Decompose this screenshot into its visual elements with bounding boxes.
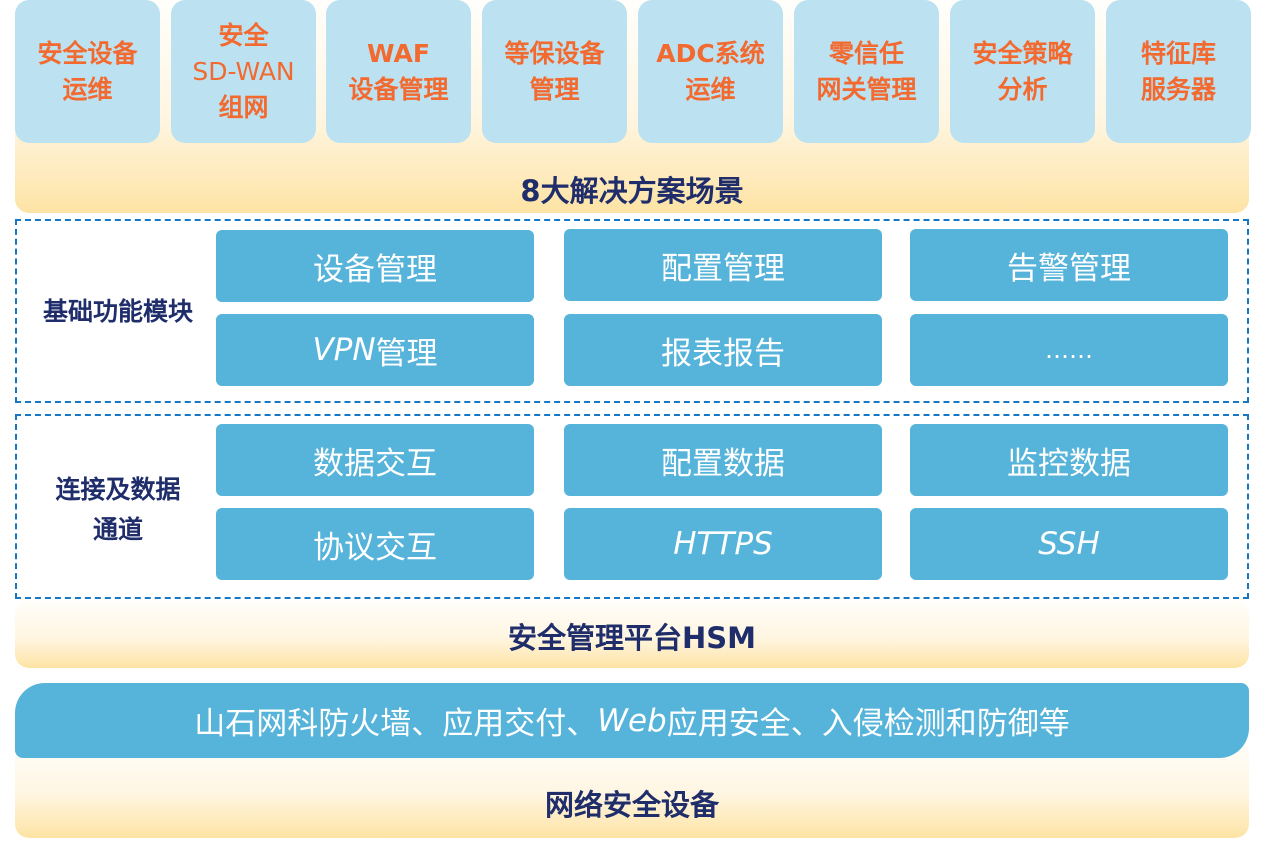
scene-signature-server: 特征库服务器 bbox=[1106, 0, 1251, 143]
scene-adc: ADC系统运维 bbox=[638, 0, 783, 143]
scene-text: 零信任 bbox=[828, 38, 904, 68]
scene-text: 安全 bbox=[218, 20, 269, 50]
channel-config-data: 配置数据 bbox=[564, 424, 882, 496]
scene-text: 管理 bbox=[529, 74, 580, 104]
scene-security-ops: 安全设备运维 bbox=[15, 0, 160, 143]
scene-text: 网关管理 bbox=[816, 74, 917, 104]
platform-title: 安全管理平台HSM bbox=[507, 621, 756, 655]
channel-data-exchange: 数据交互 bbox=[216, 424, 534, 496]
channel-label: 连接及数据通道 bbox=[28, 470, 208, 550]
scene-text: 组网 bbox=[218, 92, 269, 122]
channel-monitor-data: 监控数据 bbox=[910, 424, 1228, 496]
devices-text: 山石网科防火墙、应用交付、 bbox=[194, 706, 598, 742]
devices-web-text: Web bbox=[597, 702, 667, 739]
scene-text: 安全策略 bbox=[972, 38, 1073, 68]
mgmt-text: 管理 bbox=[375, 335, 438, 372]
scene-text: 运维 bbox=[62, 74, 113, 104]
scene-text: 服务器 bbox=[1140, 74, 1216, 104]
scene-policy: 安全策略分析 bbox=[950, 0, 1095, 143]
scene-waf: WAF 设备管理 bbox=[326, 0, 471, 143]
scene-text: WAF bbox=[367, 38, 430, 68]
channel-protocol-exchange: 协议交互 bbox=[216, 508, 534, 580]
scene-text: 运维 bbox=[685, 74, 736, 104]
scene-compliance: 等保设备管理 bbox=[482, 0, 627, 143]
platform-band: 安全管理平台HSM bbox=[15, 600, 1249, 668]
scene-zero-trust: 零信任网关管理 bbox=[794, 0, 939, 143]
scene-text: 分析 bbox=[997, 74, 1048, 104]
scene-text: ADC系统 bbox=[656, 38, 765, 68]
scene-text: SD-WAN bbox=[192, 56, 295, 86]
channel-label-line: 连接及数据 bbox=[55, 475, 181, 504]
scene-text: 安全设备 bbox=[37, 38, 138, 68]
devices-text: 应用安全、入侵检测和防御等 bbox=[666, 706, 1070, 742]
module-alarm-mgmt: 告警管理 bbox=[910, 229, 1228, 301]
module-device-mgmt: 设备管理 bbox=[216, 230, 534, 302]
devices-title: 网络安全设备 bbox=[544, 788, 719, 822]
scene-sdwan: 安全 SD-WAN 组网 bbox=[171, 0, 316, 143]
vpn-text: VPN bbox=[312, 332, 376, 368]
scene-text: 特征库 bbox=[1140, 38, 1216, 68]
basic-modules-group bbox=[15, 219, 1249, 403]
basic-modules-label: 基础功能模块 bbox=[42, 297, 193, 326]
scene-text: 等保设备 bbox=[504, 38, 605, 68]
scenarios-title: 8大解决方案场景 bbox=[520, 174, 744, 208]
channel-group bbox=[15, 414, 1249, 599]
channel-ssh: SSH bbox=[910, 508, 1228, 580]
module-more: …… bbox=[910, 314, 1228, 386]
scene-text: 设备管理 bbox=[348, 74, 449, 104]
channel-label-line: 通道 bbox=[92, 515, 143, 544]
module-config-mgmt: 配置管理 bbox=[564, 229, 882, 301]
module-reports: 报表报告 bbox=[564, 314, 882, 386]
channel-https: HTTPS bbox=[564, 508, 882, 580]
